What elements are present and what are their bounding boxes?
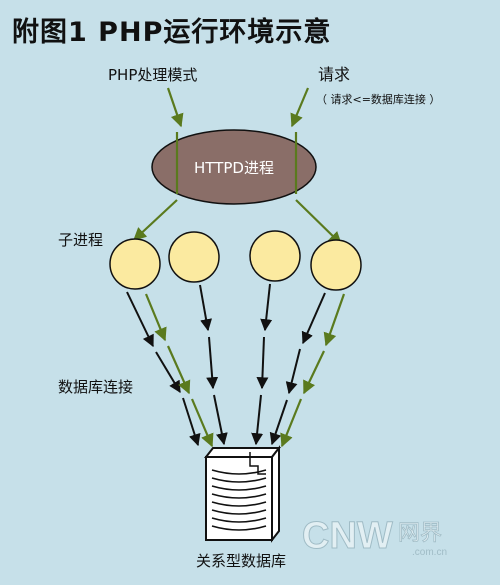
green-arrow-left-seg2 [166, 345, 191, 395]
watermark-logo: CNW [302, 515, 393, 557]
child-process-4 [310, 239, 362, 291]
black-arrow-c1-seg3 [182, 397, 201, 447]
child-process-1 [109, 238, 161, 290]
httpd-process-ellipse [151, 129, 317, 205]
request-note-label: （ 请求<=数据库连接 ） [316, 92, 440, 106]
black-arrow-c3-seg3 [251, 394, 264, 446]
database-icon [203, 445, 282, 543]
child-process-3 [249, 230, 301, 282]
black-arrow-c2-seg3 [213, 394, 228, 446]
black-arrow-c2-seg1 [199, 284, 213, 332]
black-arrow-c3-seg2 [256, 336, 269, 390]
child-process-2 [168, 231, 220, 283]
green-connection-arrows [144, 293, 346, 448]
black-arrow-c4-seg1 [301, 292, 326, 345]
httpd-label: HTTPD进程 [194, 159, 274, 177]
black-arrow-c4-seg2 [285, 348, 301, 395]
arrow-request-to-httpd [290, 87, 310, 128]
database-label: 关系型数据库 [196, 552, 286, 570]
request-label: 请求 [318, 65, 350, 84]
watermark-chinese: 网界 [398, 521, 442, 546]
php-mode-label: PHP处理模式 [108, 66, 197, 84]
green-arrow-right-seg1 [323, 293, 346, 347]
green-arrow-left-seg1 [144, 293, 167, 342]
cnw-watermark: CNW 网界 .com.cn [302, 515, 448, 559]
arrow-httpd-to-child-1 [133, 199, 178, 241]
green-arrow-left-seg3 [190, 398, 214, 448]
black-arrow-c2-seg2 [206, 336, 219, 390]
black-connection-arrows [126, 283, 326, 447]
green-arrow-right-seg2 [303, 350, 325, 395]
watermark-domain: .com.cn [412, 547, 447, 558]
arrow-mode-to-httpd [166, 87, 184, 128]
arrow-httpd-to-child-4 [295, 199, 342, 245]
black-arrow-c4-seg3 [269, 399, 288, 446]
black-arrow-c1-seg2 [155, 351, 181, 394]
black-arrow-c1-seg1 [126, 291, 154, 348]
green-arrow-right-seg3 [280, 398, 303, 448]
black-arrow-c3-seg1 [260, 283, 273, 332]
db-connection-label: 数据库连接 [58, 378, 133, 396]
child-process-label: 子进程 [58, 231, 103, 249]
figure-title: 附图1 PHP运行环境示意 [12, 17, 332, 48]
